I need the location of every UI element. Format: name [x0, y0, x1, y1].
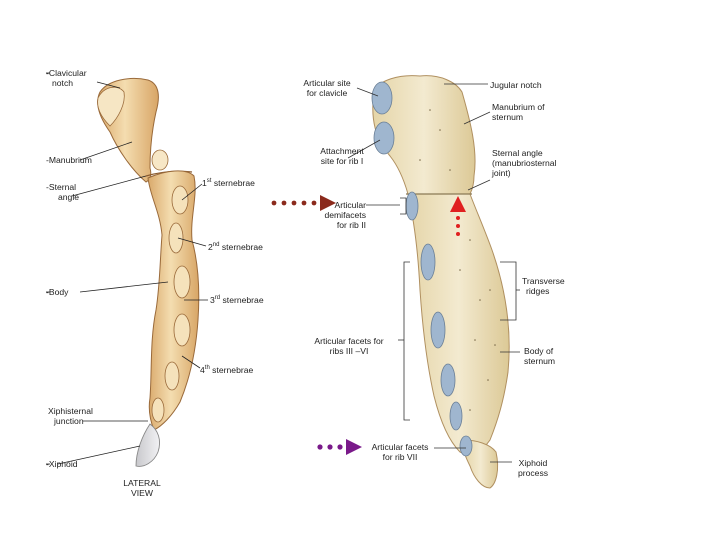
label-body: -Body	[46, 287, 68, 297]
label-sternal-angle-right: Sternal angle (manubriosternal joint)	[492, 148, 556, 178]
clavicle-articular-facet	[372, 82, 392, 114]
label-transverse-ridges: Transverse ridges	[522, 276, 565, 296]
sternebra-2-facet	[169, 223, 183, 253]
label-articular-demifacets: Articular demifacets for rib II	[300, 200, 366, 230]
sternebra-3-facet	[174, 266, 190, 298]
label-body-of-sternum: Body of sternum	[524, 346, 555, 366]
label-articular-facets-iii-vi: Articular facets for ribs III –VI	[300, 336, 398, 356]
label-sternebrae-2: 2nd sternebrae	[208, 242, 263, 252]
label-jugular-notch: Jugular notch	[490, 80, 542, 90]
label-articular-site-clavicle: Articular site for clavicle	[292, 78, 362, 98]
label-xiphisternal-junction: Xiphisternal junction	[48, 406, 93, 426]
rib-v-facet	[441, 364, 455, 396]
label-clavicular-notch: -Clavicular notch	[46, 68, 87, 88]
rib-ii-demifacet	[406, 192, 418, 220]
sternebra-5-facet	[165, 362, 179, 390]
rib-iii-facet	[421, 244, 435, 280]
sternebra-4-facet	[174, 314, 190, 346]
sternebra-6-facet	[152, 398, 164, 422]
lateral-view-caption: LATERAL VIEW	[112, 478, 172, 498]
xiphoid-shape	[136, 424, 160, 466]
rib-vi-facet	[450, 402, 462, 430]
label-attachment-rib-i: Attachment site for rib I	[304, 146, 380, 166]
label-sternebrae-3: 3rd sternebrae	[210, 295, 264, 305]
label-manubrium-of-sternum: Manubrium of sternum	[492, 102, 545, 122]
arrow-right-purple-icon	[317, 439, 362, 455]
label-xiphoid: -Xiphoid	[46, 459, 78, 469]
label-manubrium: -Manubrium	[46, 155, 92, 165]
sternal-body-shape	[148, 171, 199, 430]
label-xiphoid-process: Xiphoid process	[510, 458, 556, 478]
label-articular-facets-vii: Articular facets for rib VII	[366, 442, 434, 462]
label-sternal-angle: -Sternal angle	[46, 182, 79, 202]
sternebra-1-facet	[172, 186, 188, 214]
anterior-sternum	[348, 76, 520, 488]
label-sternebrae-4: 4th sternebrae	[200, 365, 253, 375]
rib-vii-facet	[460, 436, 472, 456]
rib-iv-facet	[431, 312, 445, 348]
label-sternebrae-1: 1st sternebrae	[202, 178, 255, 188]
manubrium-facet	[152, 150, 168, 170]
